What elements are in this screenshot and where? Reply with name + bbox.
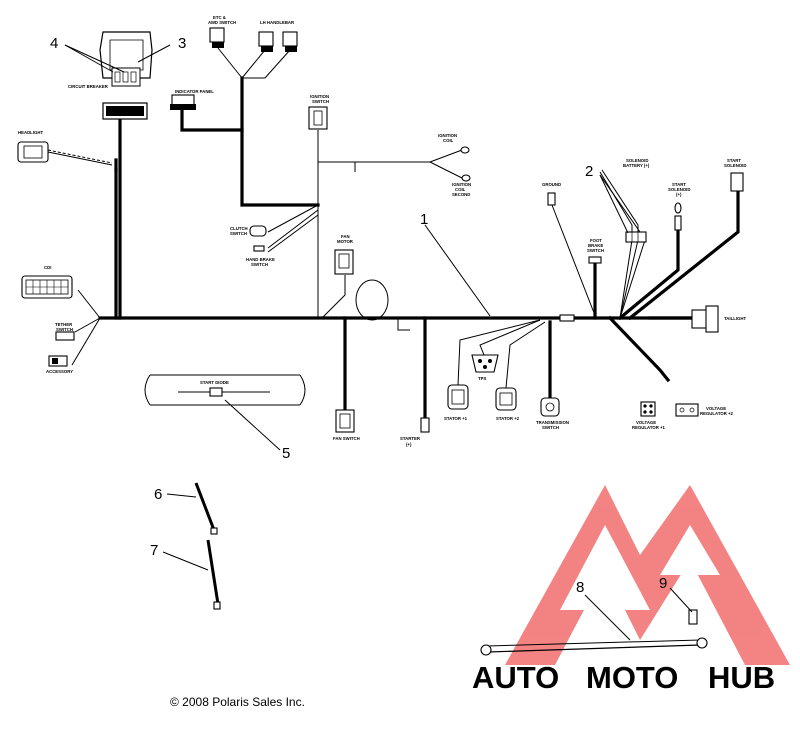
- ignition-switch-label: IGNITION: [310, 94, 329, 99]
- stator-2-label: STATOR +2: [496, 416, 520, 421]
- accessory-connector: [48, 355, 68, 367]
- indicator-panel-label: INDICATOR PANEL: [175, 89, 214, 94]
- ignition-switch-connector: [308, 106, 328, 130]
- tether-switch-label-2: SWITCH: [56, 327, 73, 332]
- lh-handlebar-label: LH HANDLEBAR: [260, 20, 295, 25]
- voltage-regulator-2-label-2: REGULATOR +2: [700, 411, 734, 416]
- watermark-hub: HUB: [708, 660, 775, 695]
- start-solenoid-label: START: [727, 158, 741, 163]
- etc-awd-switch-connector: [209, 27, 225, 48]
- taillight-label: TAILLIGHT: [724, 316, 746, 321]
- foot-brake-label-3: SWITCH: [587, 248, 604, 253]
- voltage-regulator-connectors: [640, 401, 699, 417]
- ignition-coil-label: IGNITION: [438, 133, 457, 138]
- clutch-switch-label-2: SWITCH: [230, 231, 247, 236]
- ground-terminal: [547, 192, 556, 206]
- fan-motor-label: FAN: [341, 234, 350, 239]
- foot-brake-connector: [588, 256, 602, 264]
- ignition-coil-label-2: COIL: [443, 138, 454, 143]
- stator-1-connector: [447, 384, 469, 410]
- callout-9: 9: [659, 575, 667, 592]
- callout-3: 3: [178, 35, 186, 52]
- transmission-switch-label: TRANSMISSION: [536, 420, 569, 425]
- callout-2: 2: [585, 163, 593, 180]
- ignition-coil-second-label-2: COIL: [455, 187, 466, 192]
- tps-label: TPS: [478, 376, 486, 381]
- etc-awd-switch-label: ETC &: [213, 15, 226, 20]
- ground-cable-part: [480, 609, 708, 656]
- tps-connector: [471, 354, 499, 373]
- callout-6: 6: [154, 486, 162, 503]
- etc-awd-switch-label-2: AWD SWITCH: [208, 20, 236, 25]
- hand-brake-label-2: SWITCH: [251, 262, 268, 267]
- tether-switch-label: TETHER: [55, 322, 73, 327]
- starter-label-2: (+): [406, 442, 412, 447]
- transmission-switch-connector: [540, 397, 560, 417]
- tether-switch-connector: [55, 331, 75, 341]
- stator-2-connector: [495, 387, 517, 411]
- transmission-switch-label-2: SWITCH: [542, 425, 559, 430]
- watermark-moto: MOTO: [586, 660, 678, 695]
- headlight-label: HEADLIGHT: [18, 130, 43, 135]
- foot-brake-label: FOOT: [590, 238, 602, 243]
- start-diode-harness: [144, 374, 306, 406]
- start-diode-label: START DIODE: [200, 380, 229, 385]
- clutch-switch-connector: [249, 225, 267, 252]
- voltage-regulator-1-label-2: REGULATOR +1: [632, 425, 666, 430]
- callout-leaders: [64, 44, 693, 641]
- indicator-panel-connector: [170, 94, 196, 110]
- start-solenoid-plus-label-3: (+): [676, 192, 682, 197]
- circuit-breaker-label: CIRCUIT BREAKER: [68, 84, 109, 89]
- solenoid-battery-connector: [625, 231, 647, 243]
- starter-label: STARTER: [400, 436, 421, 441]
- voltage-regulator-2-label: VOLTAGE: [706, 406, 726, 411]
- copyright-text: © 2008 Polaris Sales Inc.: [170, 695, 305, 709]
- foot-brake-label-2: BRAKE: [588, 243, 603, 248]
- start-solenoid-connector: [730, 172, 744, 192]
- fan-motor-connector: [334, 249, 354, 275]
- taillight-connector: [691, 305, 719, 333]
- callout-7: 7: [150, 542, 158, 559]
- callout-4: 4: [50, 35, 58, 52]
- cable-tie-parts: [194, 482, 221, 610]
- callout-1: 1: [420, 211, 428, 228]
- start-solenoid-plus-terminal: [674, 202, 682, 231]
- callout-8: 8: [576, 579, 584, 596]
- starter-terminal: [420, 417, 430, 433]
- watermark-text: AUTO MOTO HUB: [472, 660, 775, 695]
- fan-switch-label: FAN SWITCH: [333, 436, 360, 441]
- solenoid-battery-label: SOLENOID: [626, 158, 648, 163]
- ignition-coil-terminals: [460, 146, 471, 182]
- lh-handlebar-connectors: [258, 31, 298, 52]
- voltage-regulator-1-label: VOLTAGE: [636, 420, 656, 425]
- solenoid-battery-label-2: BATTERY (+): [623, 163, 650, 168]
- ignition-switch-label-2: SWITCH: [312, 99, 329, 104]
- start-solenoid-plus-label: START: [672, 182, 686, 187]
- start-solenoid-label-2: SOLENOID: [724, 163, 746, 168]
- accessory-label: ACCESSORY: [46, 369, 73, 374]
- circuit-breaker: [99, 31, 153, 120]
- cdi-connector: [21, 275, 73, 299]
- clutch-switch-label: CLUTCH: [230, 226, 248, 231]
- hand-brake-label: HAND BRAKE: [246, 257, 275, 262]
- ground-label: GROUND: [542, 182, 561, 187]
- ignition-coil-second-label: IGNITION: [452, 182, 471, 187]
- fan-switch-connector: [335, 409, 355, 433]
- start-solenoid-plus-label-2: SOLENOID: [668, 187, 690, 192]
- cdi-label: CDI: [44, 265, 51, 270]
- stator-1-label: STATOR +1: [444, 416, 468, 421]
- fan-motor-label-2: MOTOR: [337, 239, 354, 244]
- watermark-logo: [505, 485, 790, 665]
- watermark-auto: AUTO: [472, 660, 559, 695]
- ignition-coil-second-label-3: SECOND: [452, 192, 470, 197]
- headlight-connector: [17, 141, 49, 163]
- callout-5: 5: [282, 445, 290, 462]
